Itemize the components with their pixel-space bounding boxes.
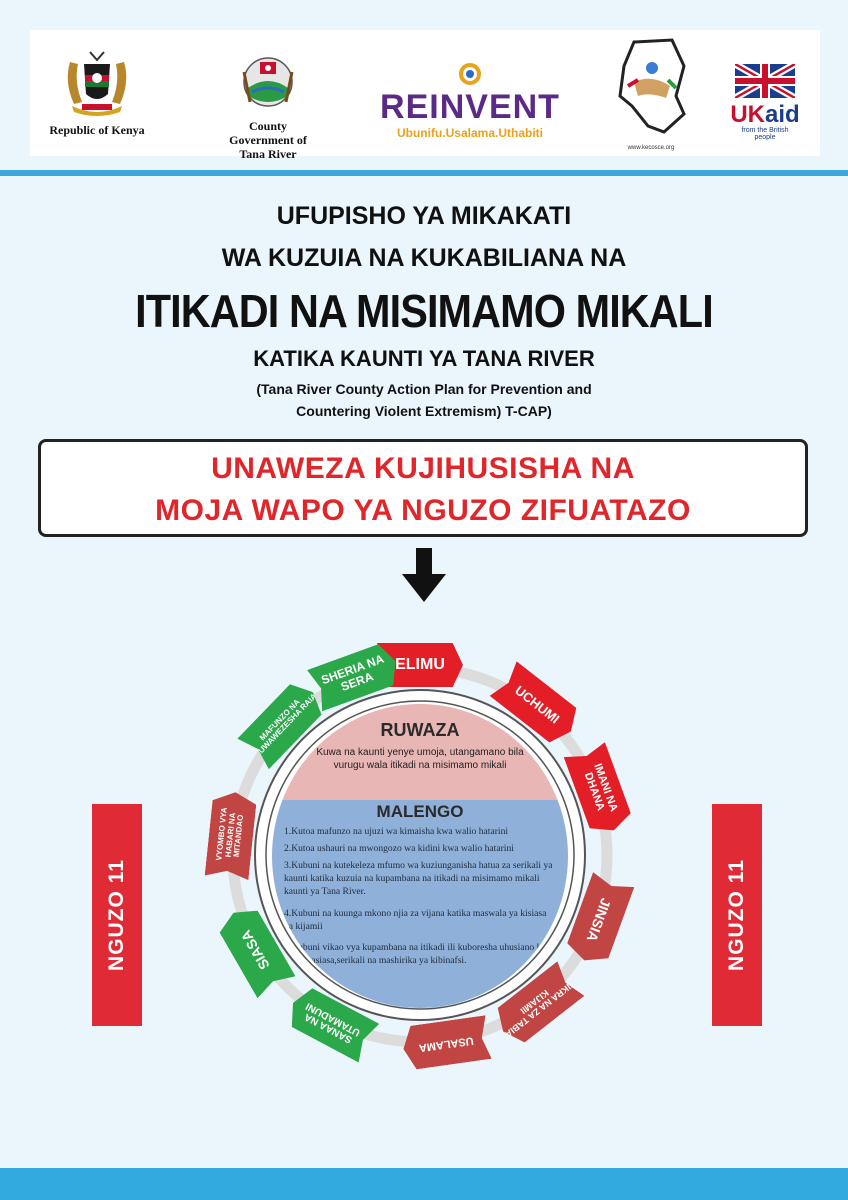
pillar-label: VYOMBO VYA HABARI NA MITANDAO	[214, 807, 246, 862]
ruwaza-title: RUWAZA	[380, 720, 460, 740]
nguzo-left-text: NGUZO 11	[105, 859, 128, 971]
callout-line-1: UNAWEZA KUJIHUSISHA NA	[211, 452, 635, 485]
tana-river-caption: County Government of Tana River	[229, 119, 307, 161]
malengo-title: MALENGO	[376, 802, 464, 821]
malengo-area	[272, 800, 568, 1008]
title-line-1: UFUPISHO YA MIKAKATI	[276, 202, 572, 230]
pillar-label: JINSIA	[583, 896, 615, 945]
callout-line-2: MOJA WAPO YA NGUZO ZIFUATAZO	[155, 494, 691, 527]
title-line-4: KATIKA KAUNTI YA TANA RIVER	[253, 346, 595, 371]
header-divider	[0, 170, 848, 176]
tana-river-county-emblem-icon	[242, 57, 294, 107]
main-title: ITIKADI NA MISIMAMO MIKALI	[135, 285, 714, 337]
malengo-item: 4.Kubuni na kuunga mkono njia za vijana …	[284, 908, 547, 932]
pillar-label: SIASA	[237, 927, 273, 973]
nguzo-label-left: NGUZO 11	[92, 804, 142, 1026]
malengo-item: 1.Kutoa mafunzo na ujuzi wa kimaisha kwa…	[284, 826, 509, 837]
ukaid-aid: aid	[764, 101, 800, 128]
kecosce-kenya-map-icon	[618, 38, 686, 134]
kecosce-url: www.kecosce.org	[627, 145, 675, 151]
ruwaza-area	[272, 704, 568, 800]
kenya-coat-of-arms-icon	[67, 51, 127, 116]
english-title-line-1: (Tana River County Action Plan for Preve…	[256, 381, 592, 397]
vision-goals-circle: RUWAZA Kuwa na kaunti yenye umoja, utang…	[272, 704, 568, 1008]
malengo-item: 2.Kutoa ushauri na mwongozo wa kidini kw…	[284, 843, 514, 854]
down-arrow-icon	[402, 548, 446, 602]
reinvent-wordmark: REINVENT	[380, 88, 560, 126]
reinvent-tagline: Ubunifu.Usalama.Uthabiti	[396, 126, 543, 140]
malengo-item: 3.Kubuni na kutekeleza mfumo wa kuziunga…	[284, 860, 553, 897]
pillar-label: USALAMA	[418, 1034, 475, 1054]
english-title-line-2: Countering Violent Extremism) T-CAP)	[296, 403, 552, 419]
kecosce-logo: www.kecosce.org	[606, 36, 696, 151]
nguzo-label-right: NGUZO 11	[712, 804, 762, 1026]
title-line-2: WA KUZUIA NA KUKABILIANA NA	[221, 244, 627, 272]
ruwaza-text: Kuwa na kaunti yenye umoja, utangamano b…	[316, 747, 524, 771]
ukaid-tagline: from the British people	[741, 127, 789, 141]
callout-box: UNAWEZA KUJIHUSISHA NA MOJA WAPO YA NGUZ…	[38, 439, 808, 537]
kenya-logo: Republic of Kenya	[42, 48, 152, 137]
reinvent-emblem-icon	[459, 63, 481, 85]
malengo-item: 5.Kubuni vikao vya kupambana na itikadi …	[284, 942, 551, 966]
ukaid-logo: UKaid from the British people	[730, 60, 800, 141]
pillar-label: ELIMU	[395, 655, 445, 673]
pillar-segment: VYOMBO VYA HABARI NA MITANDAO	[205, 790, 258, 880]
footer-bar	[0, 1168, 848, 1200]
union-jack-icon	[733, 60, 797, 102]
nguzo-right-text: NGUZO 11	[725, 859, 748, 971]
kenya-caption: Republic of Kenya	[49, 123, 145, 137]
reinvent-logo: REINVENT Ubunifu.Usalama.Uthabiti	[380, 62, 560, 140]
logo-banner: Republic of Kenya County Government of T…	[30, 30, 820, 161]
ukaid-wordmark: UKaid	[730, 103, 800, 127]
tana-river-logo: County Government of Tana River	[208, 52, 328, 161]
ukaid-uk: UK	[730, 101, 765, 128]
